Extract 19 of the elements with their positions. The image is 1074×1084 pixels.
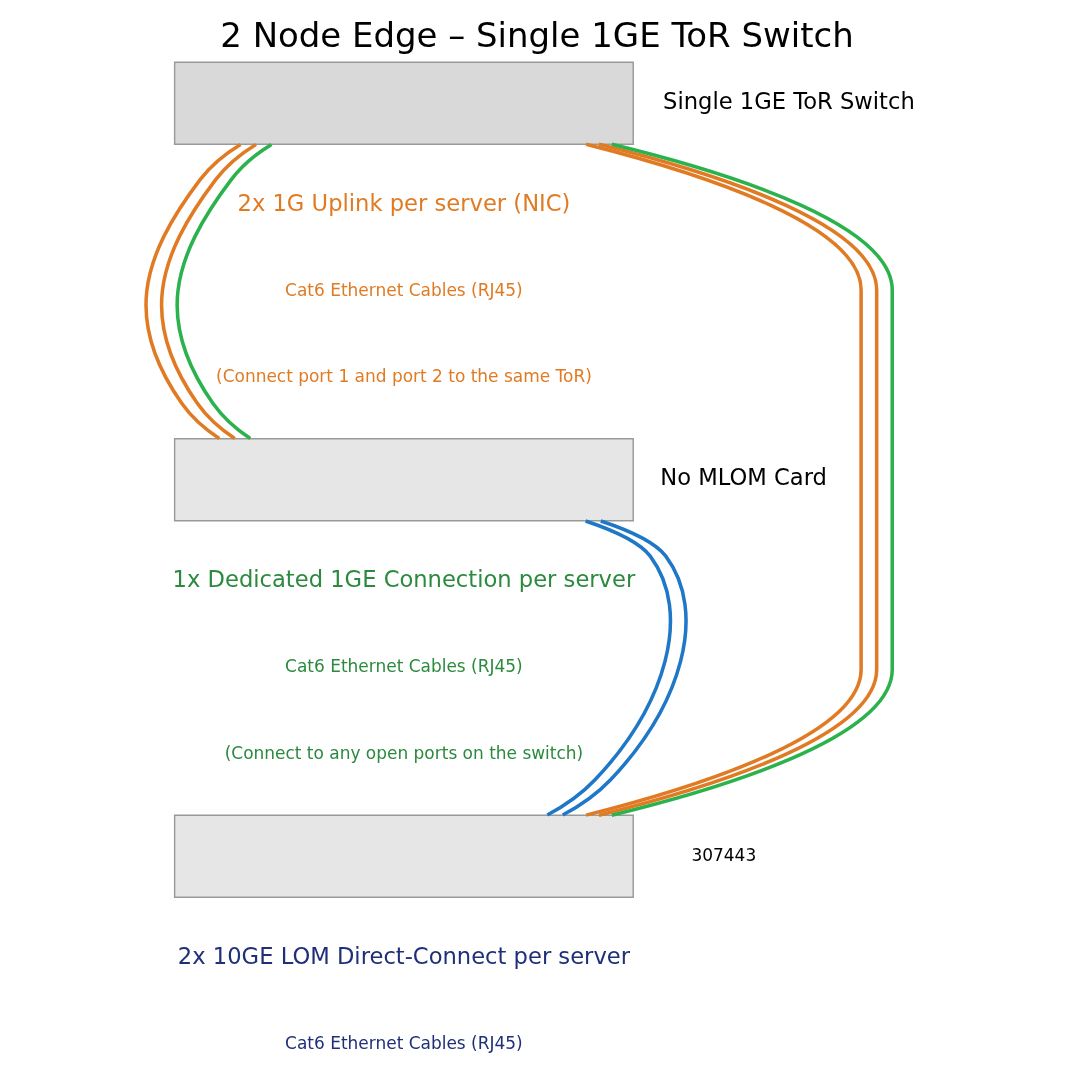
label: 1x Dedicated 1GE Connection per server	[172, 566, 636, 593]
node-box	[173, 814, 634, 898]
label: 2x 10GE LOM Direct-Connect per server	[177, 942, 631, 969]
connector	[561, 519, 688, 817]
connector	[546, 519, 673, 817]
label: Cat6 Ethernet Cables (RJ45)	[285, 279, 523, 300]
label: (Connect to any open ports on the switch)	[224, 742, 584, 763]
connector	[159, 142, 257, 440]
label: 2x 1G Uplink per server (NIC)	[237, 189, 571, 216]
connector	[144, 142, 242, 440]
node-label: Single 1GE ToR Switch	[663, 87, 915, 114]
label: Cat6 Ethernet Cables (RJ45)	[285, 656, 523, 677]
label: 307443	[691, 844, 757, 865]
node-label: No MLOM Card	[660, 464, 827, 491]
label: Cat6 Ethernet Cables (RJ45)	[285, 1032, 523, 1053]
node-box	[173, 61, 634, 145]
diagram-title: 2 Node Edge – Single 1GE ToR Switch	[220, 14, 854, 55]
connector	[175, 142, 273, 440]
node-box	[173, 437, 634, 522]
